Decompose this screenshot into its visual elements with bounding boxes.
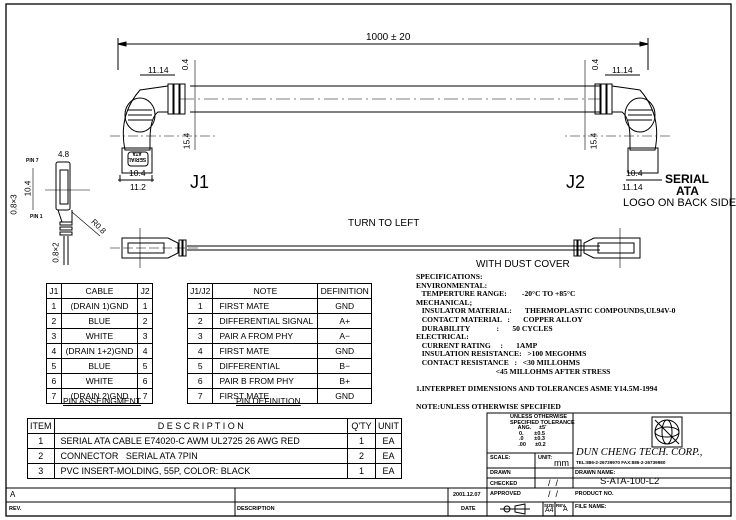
dim-11-2: 11.2 [130, 182, 146, 192]
pin1-label: PIN 1 [30, 214, 43, 220]
note-1: 1.INTERPRET DIMENSIONS AND TOLERANCES AS… [416, 384, 658, 394]
j2-connector [565, 60, 670, 181]
size-value: A4 [545, 507, 554, 514]
size-label: SIZE [544, 503, 555, 508]
title-block-lines [6, 412, 732, 516]
file-name-label: FILE NAME: [575, 504, 607, 510]
approved-date: / / [548, 489, 559, 499]
rev-label-tb: REV. [556, 503, 567, 508]
tolerance-block: UNLESS OTHERWISE SPECIFIED TOLERANCE ANG… [510, 414, 575, 448]
dim-11-14-bottom: 11.14 [622, 182, 643, 192]
checked-date: / / [548, 478, 559, 488]
connector-mark: SERIAL ATA [127, 150, 147, 162]
logo-note: LOGO ON BACK SIDE [623, 197, 736, 209]
revision-value: A [10, 490, 16, 499]
turn-to-left: TURN TO LEFT [348, 218, 420, 229]
j1-label: J1 [190, 172, 210, 192]
approved-label: APPROVED [490, 491, 521, 497]
logo-serial: SERIAL [665, 172, 710, 186]
overall-length-dim: 1000 ± 20 [366, 32, 411, 43]
dim-0-4-j1: 0.4 [181, 58, 191, 71]
pin-assignment-caption: PIN ASSEINGMENT [63, 396, 141, 406]
j1-connector [110, 60, 215, 182]
drawn-label: DRAWN [490, 470, 511, 476]
product-no-label: PRODUCT NO. [575, 491, 614, 497]
specifications: SPECIFICATIONS: ENVIRONMENTAL: TEMPERTUR… [416, 272, 676, 411]
connector-bottom-view [110, 228, 641, 268]
date-header: DATE [461, 506, 476, 512]
dim-10-4-side: 10.4 [23, 180, 33, 197]
revision-date: 2001.12.07 [453, 492, 481, 498]
dim-15-4-j2: 15.4 [588, 132, 599, 150]
dim-10-4-j1: 10.4 [129, 168, 146, 178]
rev-value-tb: A [563, 506, 568, 513]
dim-4-8: 4.8 [58, 150, 70, 159]
company-contact: TEL:886-2-26739970 FAX:886-2-26739980 [576, 460, 666, 465]
company-name: DUN CHENG TECH. CORP., [576, 447, 703, 458]
dim-11-14-j1: 11.14 [148, 65, 169, 75]
unit-label: UNIT: [538, 455, 553, 461]
j2-label: J2 [566, 172, 586, 192]
sheet-border [5, 3, 732, 517]
drawn-name: S-ATA-100-L2 [600, 476, 660, 487]
logo-ata: ATA [676, 184, 699, 198]
unit-value: mm [554, 458, 569, 468]
dim-0-4-j2: 0.4 [591, 58, 601, 71]
overall-dimension [117, 38, 649, 70]
pin7-label: PIN 7 [26, 158, 39, 164]
scale-label: SCALE: [490, 455, 511, 461]
with-dust-cover: WITH DUST COVER [476, 259, 570, 270]
dim-11-14-j2: 11.14 [612, 65, 633, 75]
rev-header: REV. [9, 506, 22, 512]
drawn-name-label: DRAWN NAME: [575, 470, 616, 476]
cable [180, 85, 600, 113]
description-header: DESCRIPTION [237, 506, 275, 512]
dim-10-4-j2: 10.4 [626, 168, 643, 178]
checked-label: CHECKED [490, 481, 518, 487]
dim-0-8x2: 0.8×2 [51, 242, 61, 263]
dim-0-8x3: 0.8×3 [9, 194, 19, 215]
note-2: NOTE:UNLESS OTHERWISE SPECIFIED [416, 401, 561, 411]
connector-side-view [32, 161, 101, 265]
dim-15-4-j1: 15.4 [181, 132, 192, 150]
pin-definition-caption: PIN DEFINITION [236, 396, 301, 406]
